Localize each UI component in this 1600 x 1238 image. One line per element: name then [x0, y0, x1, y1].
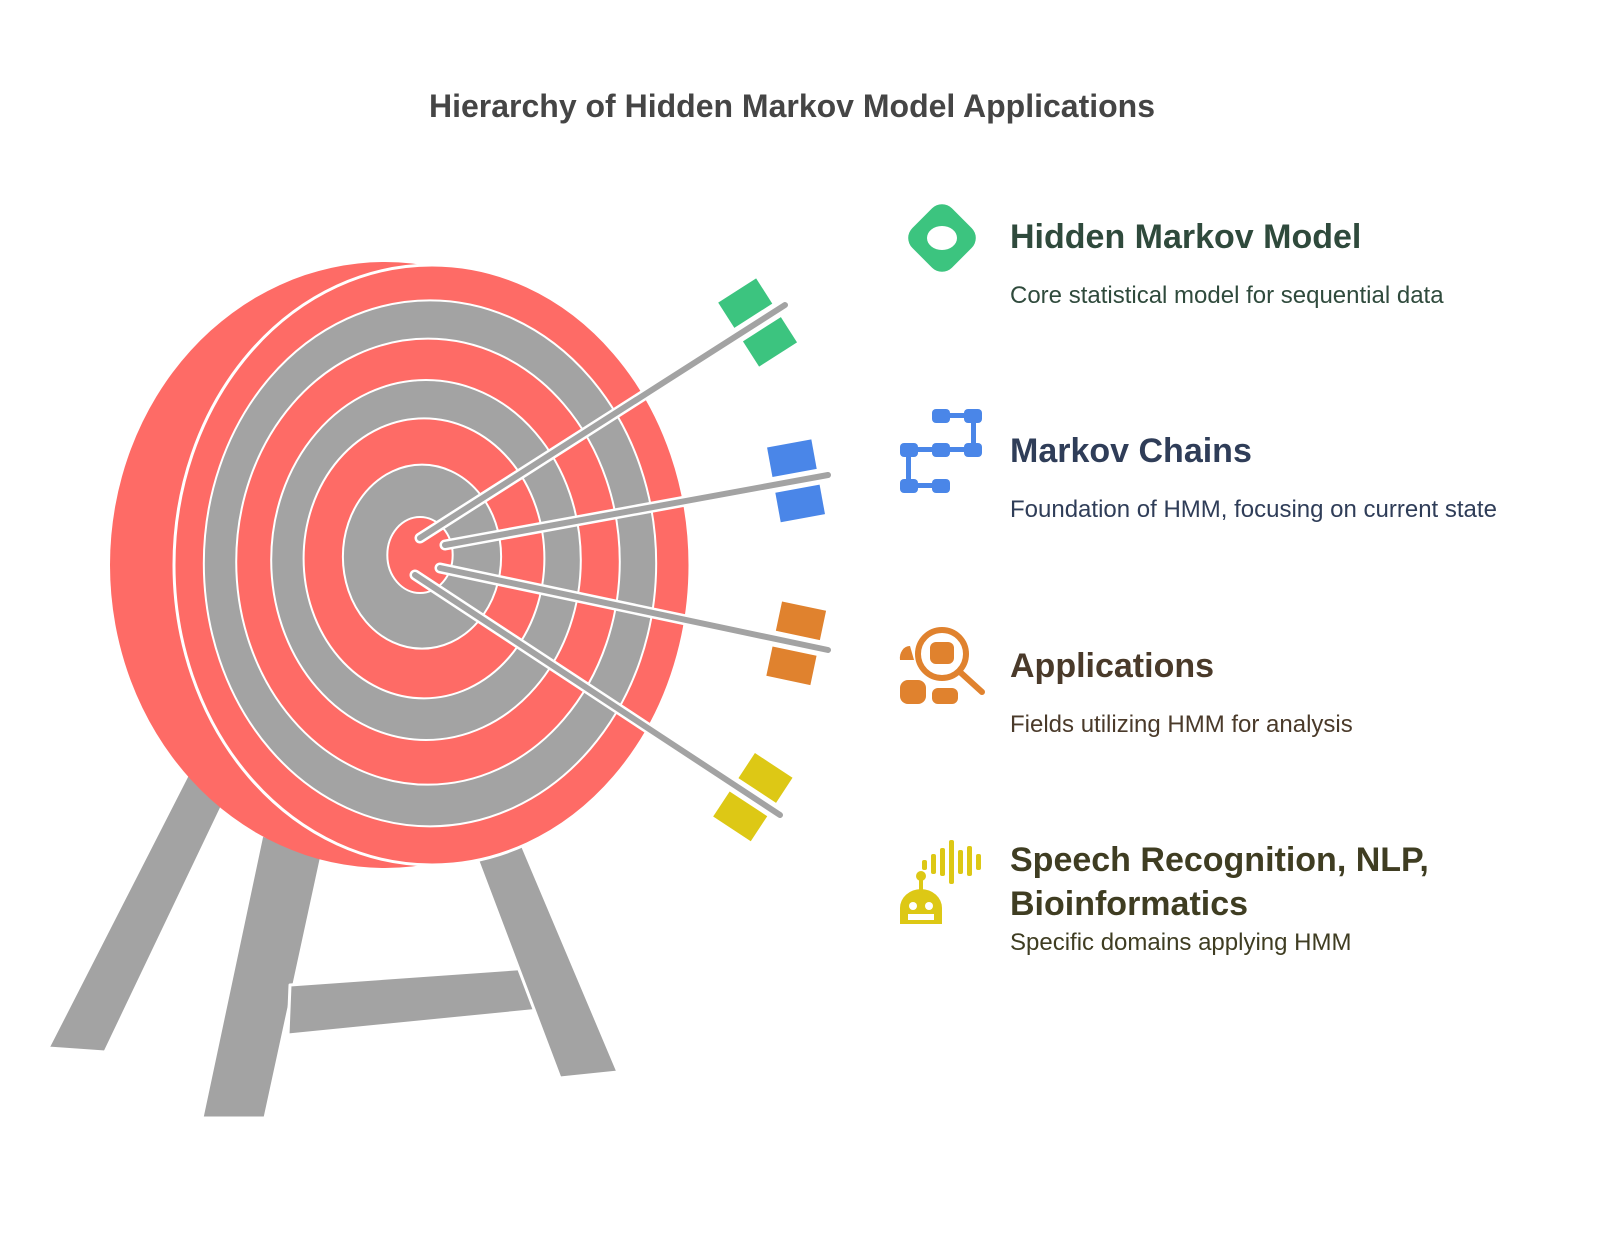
target-ring [386, 516, 454, 594]
diamond-ring-icon [896, 192, 988, 289]
item-title: Applications [1010, 647, 1215, 685]
arrow [434, 562, 834, 686]
item-description: Specific domains applying HMM [1010, 929, 1352, 956]
arrows [409, 278, 834, 842]
arrow-shaft [417, 302, 788, 541]
arrow-fletching [775, 601, 827, 641]
item-applications: Applications Fields utilizing HMM for an… [1010, 644, 1530, 741]
target-rings [172, 263, 692, 867]
item-speech-nlp-bioinformatics: Speech Recognition, NLP, Bioinformatics … [1010, 838, 1530, 959]
item-title: Speech Recognition, NLP, Bioinformatics [1010, 841, 1429, 923]
item-description: Core statistical model for sequential da… [1010, 282, 1444, 309]
arrow-shaft [442, 472, 831, 548]
item-description: Fields utilizing HMM for analysis [1010, 711, 1353, 738]
arrow [439, 439, 834, 551]
search-blocks-icon [896, 620, 988, 717]
item-description: Foundation of HMM, focusing on current s… [1010, 496, 1497, 523]
diagram-title: Hierarchy of Hidden Markov Model Applica… [428, 88, 1156, 124]
arrow-fletching [775, 484, 825, 523]
chain-network-icon [896, 405, 988, 502]
item-markov-chains: Markov Chains Foundation of HMM, focusin… [1010, 429, 1530, 526]
item-title: Hidden Markov Model [1010, 218, 1362, 256]
item-title: Markov Chains [1010, 432, 1252, 470]
target-illustration [46, 262, 834, 1120]
arrow-fletching [766, 646, 817, 686]
stand-leg-left [46, 768, 232, 1054]
arrow-fletching [718, 278, 773, 328]
stand-leg-middle [200, 833, 324, 1120]
arrow-fletching [738, 753, 793, 803]
arrow-fletching [742, 317, 798, 367]
arrow-fletching [713, 791, 768, 842]
robot-voice-icon [896, 838, 988, 935]
item-hidden-markov-model: Hidden Markov Model Core statistical mod… [1010, 215, 1530, 312]
arrow [409, 569, 793, 842]
arrow [414, 278, 798, 544]
arrow-shaft [437, 565, 831, 653]
stand-leg-right [468, 838, 620, 1080]
stand-crossbar [286, 966, 542, 1037]
arrow-fletching [767, 439, 817, 478]
arrow-shaft [412, 572, 783, 818]
